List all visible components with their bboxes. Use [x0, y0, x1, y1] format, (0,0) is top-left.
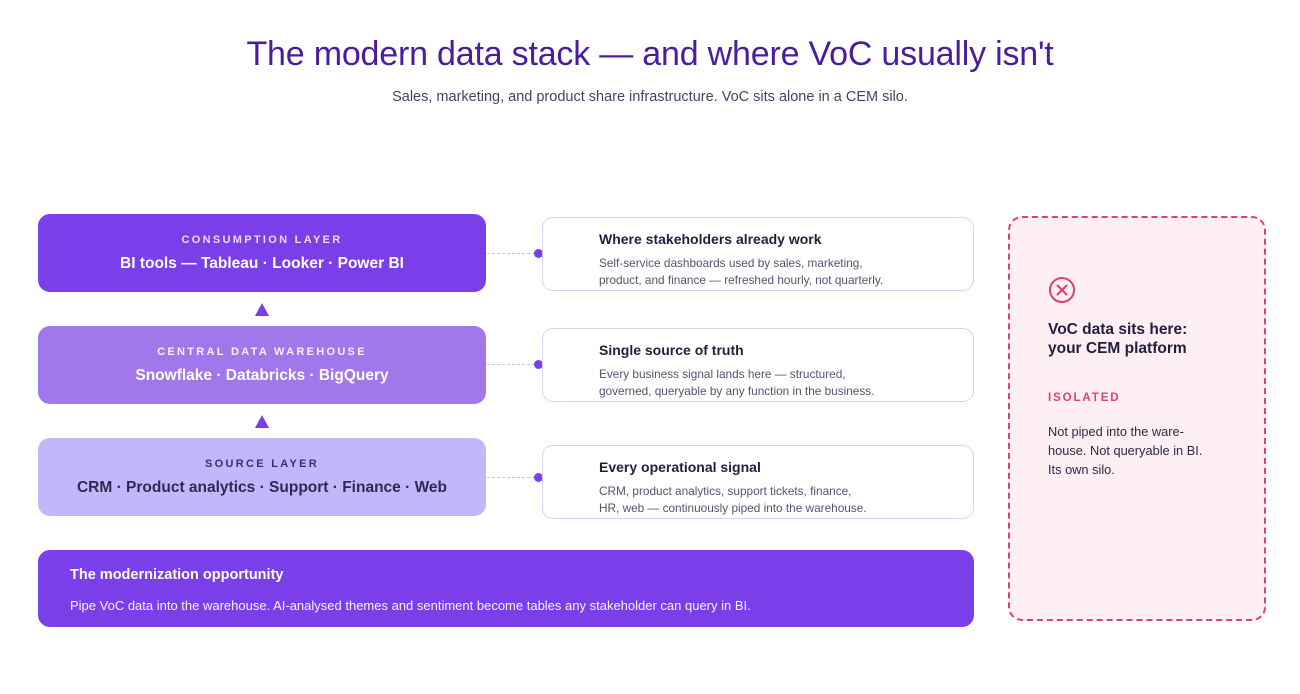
callout-card-consumption[interactable]: Where stakeholders already work Self-ser…: [542, 217, 974, 291]
layer-title: CRM · Product analytics · Support · Fina…: [76, 478, 448, 496]
callout-card-warehouse[interactable]: Single source of truth Every business si…: [542, 328, 974, 402]
connector-dot-source: [534, 473, 543, 482]
callout-title: Single source of truth: [599, 342, 744, 358]
callout-title: Every operational signal: [599, 459, 761, 475]
arrow-gap-upper: [38, 292, 486, 326]
callout-body: CRM, product analytics, support tickets,…: [599, 483, 867, 515]
connector-dot-warehouse: [534, 360, 543, 369]
page-subtitle: Sales, marketing, and product share infr…: [392, 88, 908, 105]
banner-title: The modernization opportunity: [70, 567, 284, 583]
callout-card-source[interactable]: Every operational signal CRM, product an…: [542, 445, 974, 519]
header: The modern data stack — and where VoC us…: [0, 34, 1300, 105]
isolated-voc-panel[interactable]: VoC data sits here: your CEM platform IS…: [1008, 216, 1266, 621]
layer-title: Snowflake · Databricks · BigQuery: [135, 366, 389, 384]
modernization-banner[interactable]: The modernization opportunity Pipe VoC d…: [38, 550, 974, 627]
layer-title: BI tools — Tableau · Looker · Power BI: [120, 254, 404, 272]
circle-x-icon: [1049, 277, 1075, 303]
arrow-up-icon: [255, 302, 269, 316]
callout-body: Self-service dashboards used by sales, m…: [599, 255, 884, 287]
isolated-status-badge: ISOLATED: [1048, 391, 1121, 404]
callout-title: Where stakeholders already work: [599, 231, 822, 247]
layer-label: CENTRAL DATA WAREHOUSE: [157, 345, 367, 358]
page-title: The modern data stack — and where VoC us…: [246, 35, 1054, 73]
layer-label: CONSUMPTION LAYER: [181, 233, 343, 246]
connector-dot-consumption: [534, 249, 543, 258]
stack-layer-consumption[interactable]: CONSUMPTION LAYER BI tools — Tableau · L…: [38, 214, 486, 292]
layer-label: SOURCE LAYER: [205, 457, 319, 470]
connector-line-source: [487, 477, 535, 478]
callout-body: Every business signal lands here — struc…: [599, 366, 875, 398]
banner-body: Pipe VoC data into the warehouse. AI-ana…: [70, 598, 751, 614]
isolated-title: VoC data sits here: your CEM platform: [1048, 321, 1188, 358]
isolated-body: Not piped into the ware- house. Not quer…: [1048, 423, 1203, 477]
stack-layer-warehouse[interactable]: CENTRAL DATA WAREHOUSE Snowflake · Datab…: [38, 326, 486, 404]
connector-line-warehouse: [487, 364, 535, 365]
stack-layer-source[interactable]: SOURCE LAYER CRM · Product analytics · S…: [38, 438, 486, 516]
arrow-up-icon: [255, 414, 269, 428]
data-stack: CONSUMPTION LAYER BI tools — Tableau · L…: [38, 214, 486, 516]
connector-line-consumption: [487, 253, 535, 254]
arrow-gap-lower: [38, 404, 486, 438]
